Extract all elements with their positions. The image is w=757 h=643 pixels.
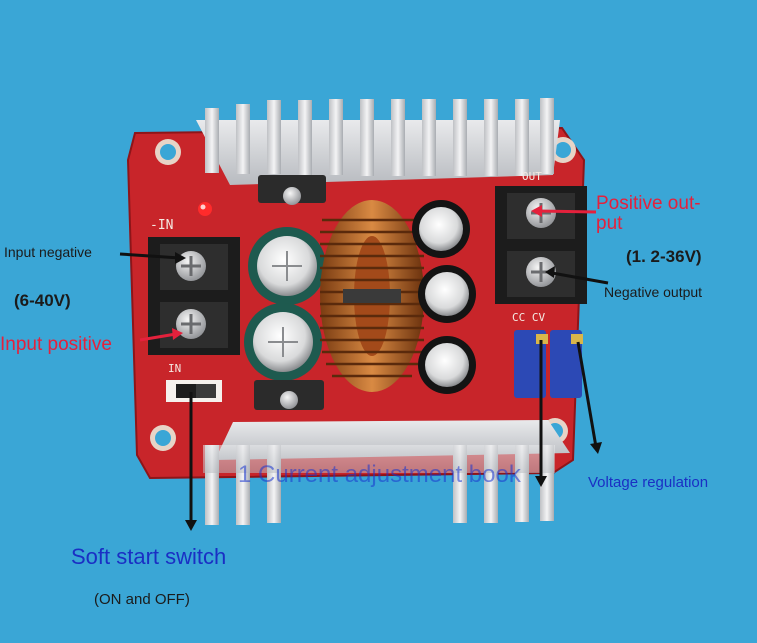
label-positive-output-line1: Positive out-: [596, 193, 701, 214]
arrowhead-soft-start: [185, 520, 197, 531]
label-input-positive: Input positive: [0, 334, 112, 355]
arrowhead-negative-output: [545, 266, 555, 278]
soft-start-switch: [166, 380, 222, 402]
arrow-negative-output: [551, 271, 609, 285]
arrow-input-negative: [119, 252, 181, 260]
arrow-positive-output: [537, 209, 597, 214]
label-voltage-regulation: Voltage regulation: [588, 474, 709, 491]
output-capacitors: [412, 200, 476, 394]
callout-arrows: [119, 205, 609, 531]
label-current-adjustment: 1 Current adjustment book: [238, 461, 521, 488]
label-positive-output-line2: put: [596, 213, 623, 234]
bottom-heatsink: [203, 380, 570, 525]
arrowhead-current-adj: [535, 476, 547, 487]
arrow-voltage-reg: [576, 341, 598, 448]
arrowhead-positive-output: [531, 205, 542, 217]
silkscreen-cc-cv: CC CV: [512, 311, 546, 324]
top-heatsink: [196, 98, 560, 205]
arrowhead-input-negative: [175, 252, 186, 264]
silkscreen-in-minus: -IN: [150, 218, 174, 233]
label-positive-output: Positive out- put: [596, 194, 701, 234]
silkscreen-out: OUT: [522, 170, 542, 183]
label-on-off: (ON and OFF): [94, 591, 190, 608]
output-terminal-block: [495, 186, 587, 304]
silkscreen-in-plus: IN: [168, 362, 182, 375]
arrow-input-positive: [139, 332, 177, 342]
label-negative-output: Negative output: [604, 284, 703, 300]
label-input-voltage-range: (6-40V): [14, 291, 71, 310]
toroid-inductor: [320, 200, 424, 392]
input-capacitors: [244, 227, 326, 381]
label-input-negative: Input negative: [4, 244, 92, 260]
label-soft-start-switch: Soft start switch: [71, 544, 227, 569]
potentiometers: [514, 330, 583, 398]
label-output-voltage-range: (1. 2-36V): [626, 247, 702, 266]
arrowhead-input-positive: [172, 328, 183, 340]
arrowhead-voltage-reg: [590, 442, 602, 454]
